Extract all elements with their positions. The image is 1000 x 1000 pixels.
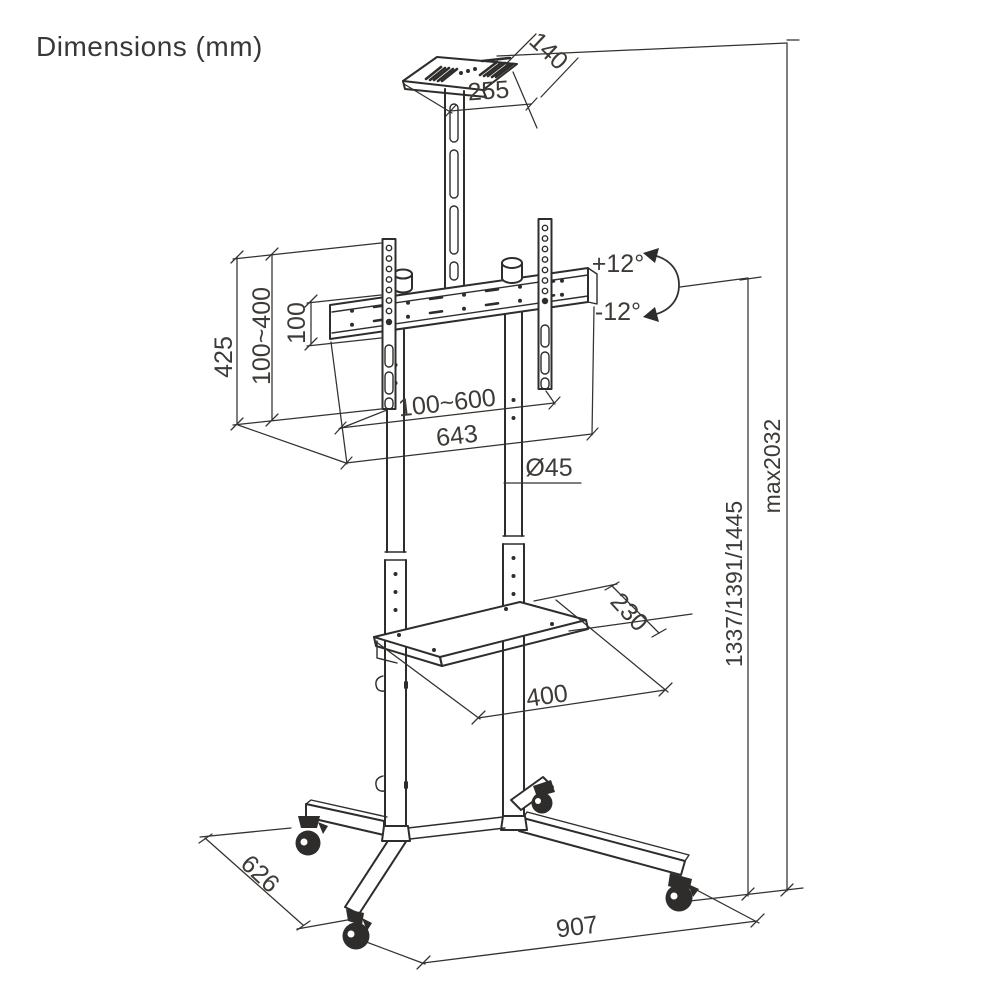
dim-tilt-range: +12° -12°	[592, 248, 749, 326]
pole-foot-left	[381, 825, 411, 842]
adjustment-knob-right	[501, 257, 523, 284]
dim-shelf-depth-230: 230	[533, 581, 693, 638]
dim-label-1337-1391-1445: 1337/1391/1445	[721, 501, 747, 667]
tilt-arc-arrow	[645, 253, 680, 317]
dim-bracket-width-643: 643	[330, 306, 599, 470]
dim-base-depth-626: 626	[198, 827, 354, 931]
camera-column	[444, 88, 465, 290]
pole-foot-right	[500, 815, 528, 831]
pole-right	[502, 311, 525, 818]
dim-vesa-vertical-100-400: 100~400	[248, 247, 279, 427]
dim-label-643: 643	[435, 420, 480, 453]
adjustment-knob-left	[393, 268, 413, 294]
dim-label-tilt-down: -12°	[595, 298, 641, 326]
av-shelf	[373, 601, 589, 667]
dim-label-907: 907	[555, 911, 600, 944]
dim-label-230: 230	[605, 587, 654, 637]
dim-label-626: 626	[235, 850, 285, 899]
dim-label-100-600: 100~600	[397, 384, 498, 423]
base-leg-right	[518, 817, 686, 876]
dim-column-heights-1337-1391-1445: 1337/1391/1445	[721, 276, 762, 897]
cable-hook	[375, 675, 385, 692]
caster-front	[342, 909, 372, 950]
dim-label-255: 255	[467, 76, 511, 107]
dim-label-max2032: max2032	[759, 419, 785, 514]
pole-left	[375, 329, 408, 828]
top-shelf	[402, 56, 518, 98]
dim-label-425: 425	[210, 336, 238, 378]
dim-shelf-width-400: 400	[374, 599, 673, 725]
base-leg-front	[344, 829, 410, 915]
dim-label-100-400: 100~400	[248, 287, 276, 385]
vent-grille-right	[478, 56, 515, 79]
base	[305, 776, 690, 915]
vesa-strip-right	[537, 218, 553, 390]
vent-grille-left	[424, 65, 459, 83]
vesa-strip-left	[381, 238, 397, 410]
dim-bracket-slot-100: 100	[283, 294, 382, 351]
caster-back-left	[295, 816, 328, 856]
dim-pole-diameter-45: Ø45	[503, 454, 582, 484]
caster-back-right	[531, 780, 555, 814]
dim-label-400: 400	[524, 679, 569, 713]
cable-hook	[375, 775, 385, 792]
dim-top-shelf-width-255: 255	[403, 71, 538, 129]
dim-top-shelf-depth-140: 140	[496, 27, 788, 98]
page-title: Dimensions (mm)	[36, 31, 263, 62]
dim-base-width-907: 907	[360, 886, 765, 970]
dim-label-dia45: Ø45	[525, 454, 572, 482]
dim-bracket-height-425: 425	[210, 242, 382, 464]
caster-right	[665, 873, 699, 912]
dim-label-100: 100	[283, 302, 311, 344]
dim-label-tilt-up: +12°	[592, 250, 644, 278]
dim-label-140: 140	[524, 27, 574, 76]
dim-max-height-2032: max2032	[689, 39, 804, 902]
